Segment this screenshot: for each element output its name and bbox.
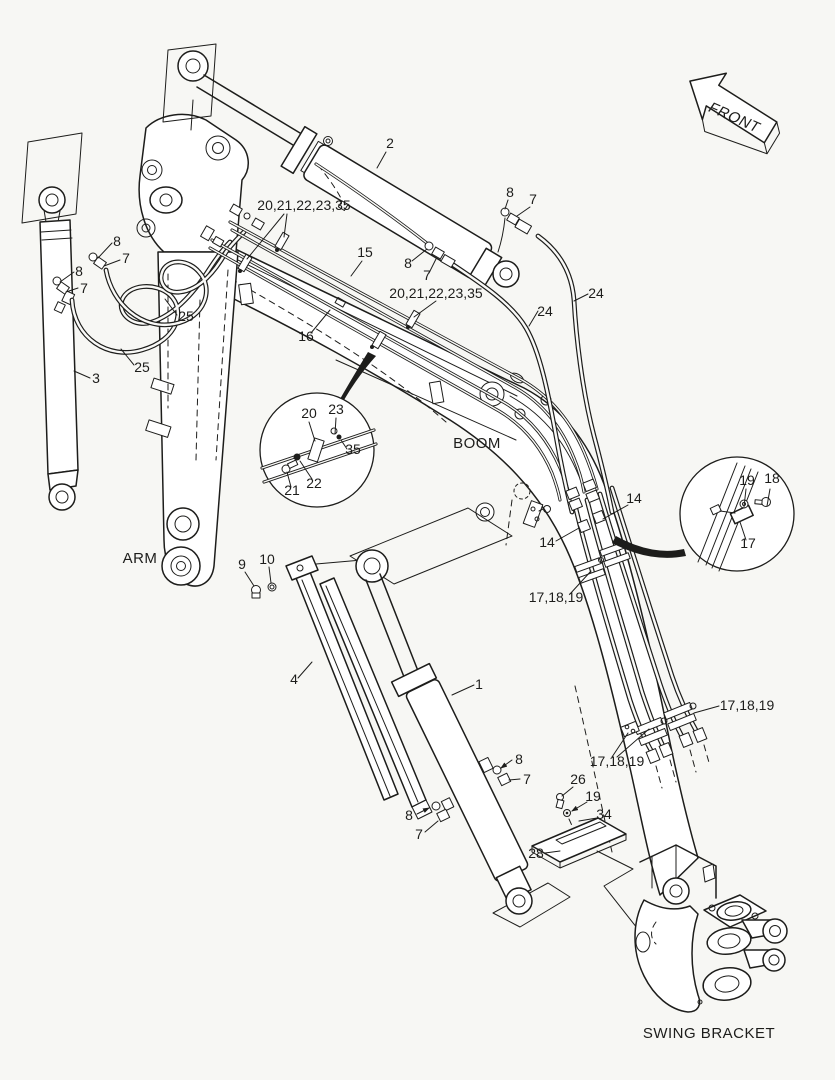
- cylinder-1: [355, 549, 533, 915]
- detail-arrow-2: [612, 536, 686, 558]
- tube-clamps: [237, 231, 421, 350]
- callout-10: 10: [259, 551, 275, 567]
- hose-couplers: [565, 478, 600, 512]
- callout-24-outer: 24: [588, 285, 604, 301]
- callout-9: 9: [238, 556, 246, 572]
- callout-25-lower: 25: [134, 359, 150, 375]
- callout-23: 23: [328, 401, 344, 417]
- callout-1: 1: [475, 676, 483, 692]
- callout-22: 22: [306, 475, 322, 491]
- callout-26: 26: [570, 771, 586, 787]
- callout-8-cyl1-a: 8: [515, 751, 523, 767]
- callout-24-inner: 24: [537, 303, 553, 319]
- callout-21: 21: [284, 482, 300, 498]
- callout-14-right: 14: [626, 490, 642, 506]
- fitting-8-7-left-b: [52, 276, 70, 295]
- arm-boss-upper: [166, 507, 200, 541]
- callout-7-mid: 7: [423, 267, 431, 283]
- callout-19: 19: [585, 788, 601, 804]
- tubes-15-16: [200, 203, 599, 502]
- nut-23: [330, 427, 338, 435]
- callout-18-detail: 18: [764, 470, 780, 486]
- front-arrow: FRONT: [689, 72, 781, 155]
- callout-8-cyl1-b: 8: [405, 807, 413, 823]
- bolt-21: [281, 464, 291, 474]
- arm-lug-3: [145, 419, 172, 438]
- fitting-8-7-top: [500, 207, 533, 235]
- callout-7-cyl1-b: 7: [415, 826, 423, 842]
- cylinder-3: [38, 186, 79, 511]
- callouts: 2 8 7 20,21,22,23,35 15 8 7 20,21,22,23,…: [75, 135, 780, 861]
- callout-8-top: 8: [506, 184, 514, 200]
- hose-bracket-plate: [522, 500, 551, 528]
- hose-end-fittings: [645, 727, 711, 789]
- swing-bracket-label: SWING BRACKET: [643, 1025, 775, 1042]
- callout-14-left: 14: [539, 534, 555, 550]
- screw-9-washer-10: [251, 582, 277, 599]
- callout-7-top: 7: [529, 191, 537, 207]
- callout-28: 28: [528, 845, 544, 861]
- swing-bracket: [634, 844, 788, 1013]
- callout-8-left-b: 8: [75, 263, 83, 279]
- callout-20: 20: [301, 405, 317, 421]
- hoses-24: [314, 162, 615, 515]
- arm-lug-1: [238, 282, 254, 306]
- arm-weldment: [136, 113, 254, 587]
- boom-label: BOOM: [453, 435, 501, 452]
- mount-plate-28: [531, 793, 627, 869]
- bolt-18: [761, 497, 771, 507]
- callout-34: 34: [596, 806, 612, 822]
- callout-15: 15: [357, 244, 373, 260]
- hoses-25: [52, 229, 247, 355]
- washer-19-part: [563, 809, 571, 817]
- callout-171819-mid: 17,18,19: [529, 589, 584, 605]
- clamp-20: [307, 437, 325, 463]
- boom-lug: [428, 380, 445, 405]
- callout-35: 35: [345, 441, 361, 457]
- tube-fittings-armhead: [200, 203, 265, 248]
- callout-7-left-b: 7: [80, 280, 88, 296]
- callout-7-left-a: 7: [122, 250, 130, 266]
- fitting-8-7-cyl1-b: [431, 801, 451, 823]
- arm-label: ARM: [123, 550, 158, 567]
- callout-4: 4: [290, 671, 298, 687]
- detail-circle-bracket: [612, 456, 795, 572]
- callout-8-left-a: 8: [113, 233, 121, 249]
- leader-lines: [59, 151, 771, 854]
- callout-3: 3: [92, 370, 100, 386]
- arm-boss-lower: [161, 546, 201, 586]
- clamp-17: [729, 504, 754, 525]
- callout-8-mid: 8: [404, 255, 412, 271]
- callout-171819-lower: 17,18,19: [590, 753, 645, 769]
- fitting-8-7-mid: [424, 241, 456, 268]
- fitting-8-7-left-a: [88, 252, 107, 270]
- washer-35: [336, 434, 342, 440]
- detail-arrow-1: [336, 352, 376, 406]
- callout-16: 16: [298, 328, 314, 344]
- guard-4: [251, 555, 433, 820]
- callout-clampset-upper: 20,21,22,23,35: [257, 197, 351, 213]
- callout-19-detail: 19: [739, 472, 755, 488]
- cylinder-2: [177, 50, 520, 288]
- callout-17-detail: 17: [740, 535, 756, 551]
- fitting-8-7-cyl1-a: [492, 765, 512, 787]
- washer-22: [293, 453, 301, 461]
- callout-clampset-lower: 20,21,22,23,35: [389, 285, 483, 301]
- screw-26: [555, 793, 565, 810]
- callout-25-upper: 25: [178, 308, 194, 324]
- callout-7-cyl1-a: 7: [523, 771, 531, 787]
- callout-2: 2: [386, 135, 394, 151]
- clamps-171819: [574, 541, 697, 746]
- callout-171819-right: 17,18,19: [720, 697, 775, 713]
